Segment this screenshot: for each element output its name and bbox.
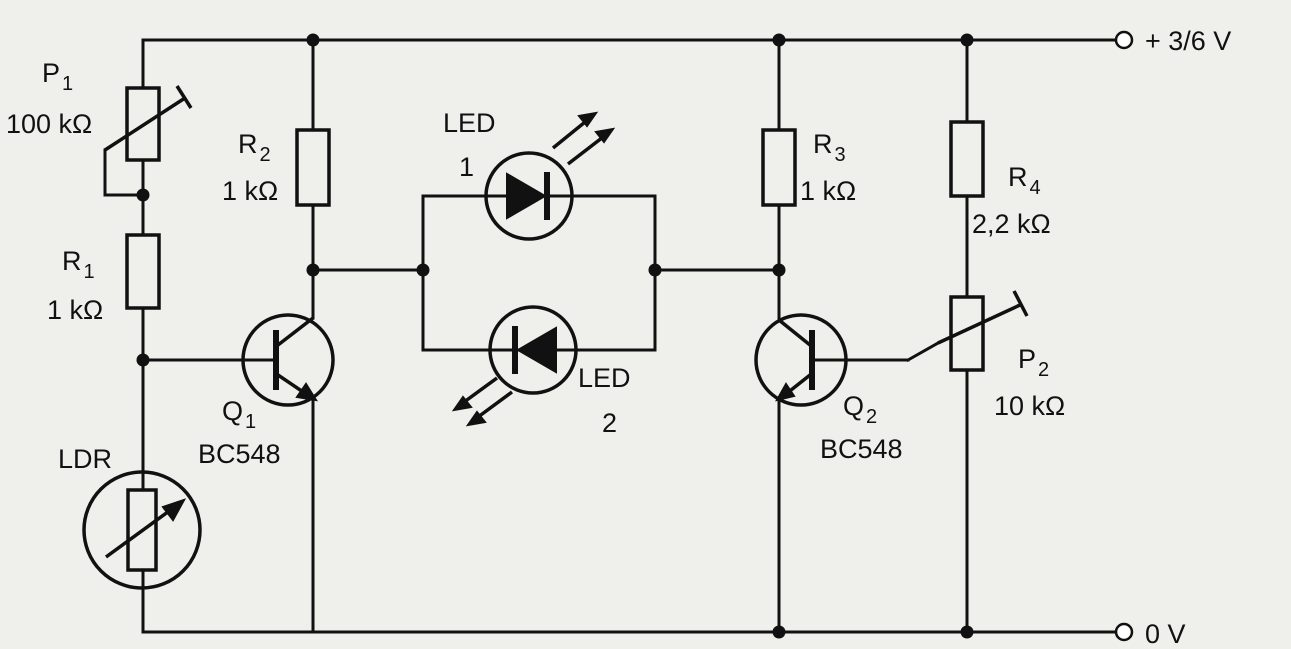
ground-supply-label: 0 V xyxy=(1145,619,1186,649)
r2-value: 1 kΩ xyxy=(222,176,278,206)
r1-value: 1 kΩ xyxy=(47,295,103,325)
q2-emitter-arrow-icon xyxy=(775,382,796,402)
q1-emitter-arrow-icon xyxy=(295,382,319,402)
led-2 xyxy=(451,305,578,427)
ldr-label: LDR xyxy=(58,444,112,474)
r4-value: 2,2 kΩ xyxy=(972,209,1051,239)
led1-number: 1 xyxy=(459,152,474,182)
junction-dots xyxy=(136,33,974,639)
resistor-r2 xyxy=(295,128,331,207)
led1-emission-arrow-icon xyxy=(577,111,599,128)
positive-rail xyxy=(141,30,1134,50)
q1-part: BC548 xyxy=(198,439,281,469)
ground-rail xyxy=(141,622,1134,642)
led1-label: LED xyxy=(443,108,496,138)
resistor-r4 xyxy=(949,120,985,198)
ground-terminal xyxy=(1114,622,1134,642)
resistor-r1 xyxy=(125,233,161,310)
led2-label: LED xyxy=(578,363,631,393)
ldr-arrow-icon xyxy=(161,498,187,522)
transistor-q1 xyxy=(141,313,335,407)
positive-supply-label: + 3/6 V xyxy=(1145,26,1231,56)
potentiometer-p2 xyxy=(937,290,1029,372)
p2-value: 10 kΩ xyxy=(994,391,1065,421)
led2-number: 2 xyxy=(602,408,617,438)
r3-value: 1 kΩ xyxy=(800,176,856,206)
led2-emission-arrow-icon xyxy=(465,410,487,427)
potentiometer-p1 xyxy=(104,85,193,162)
led-1 xyxy=(484,111,616,241)
resistor-r3 xyxy=(761,128,797,207)
right-divider-wires xyxy=(905,38,969,634)
p1-value: 100 kΩ xyxy=(6,109,92,139)
transistor-q2 xyxy=(754,313,910,407)
ldr xyxy=(82,470,202,590)
led2-emission-arrow-icon xyxy=(451,395,473,412)
q2-part: BC548 xyxy=(820,434,903,464)
led1-emission-arrow-icon xyxy=(594,127,616,144)
positive-terminal xyxy=(1114,30,1134,50)
